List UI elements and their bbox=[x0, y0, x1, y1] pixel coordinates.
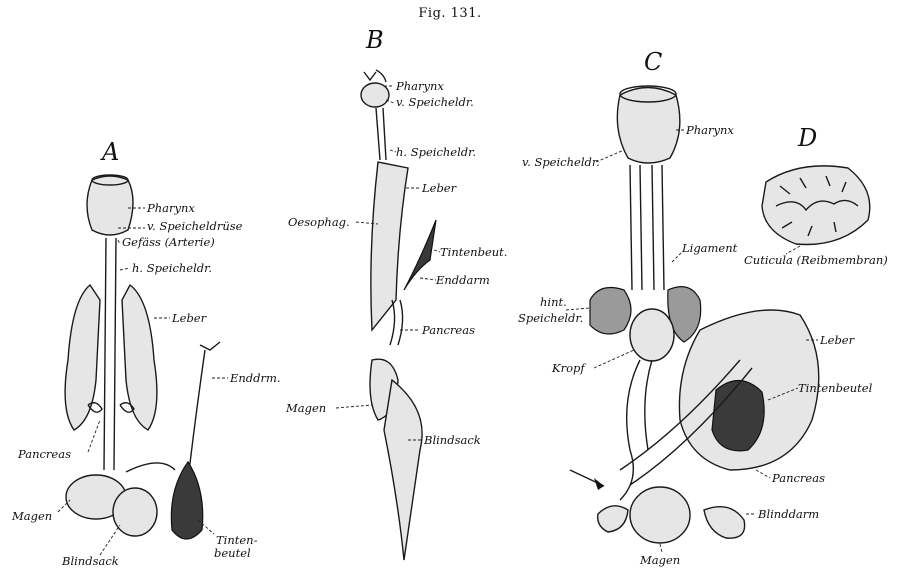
panel-c-crop bbox=[630, 309, 674, 361]
panel-b: B Pharynx v. Speicheldr. h. Speicheldr. … bbox=[285, 26, 507, 560]
panel-a-caecum bbox=[113, 488, 157, 536]
panel-b-caecum bbox=[384, 380, 422, 560]
panel-a-esophagus bbox=[104, 238, 116, 470]
label-b-h-speicheldr: h. Speicheldr. bbox=[396, 145, 476, 159]
label-b-blindsack: Blindsack bbox=[423, 433, 481, 447]
panel-d: D Cuticula (Reibmembran) bbox=[744, 124, 888, 267]
label-a-h-speicheldr: h. Speicheldr. bbox=[132, 261, 212, 275]
panel-c-arrow-head bbox=[594, 478, 604, 490]
panel-c-blind-gut bbox=[704, 507, 745, 539]
label-c-hint-speicheldr-2: Speicheldr. bbox=[518, 311, 583, 325]
panel-a-intestine bbox=[126, 463, 175, 472]
panel-b-pharynx-drawing bbox=[361, 70, 389, 107]
panel-a-letter: A bbox=[100, 138, 119, 166]
label-b-leber: Leber bbox=[421, 181, 458, 195]
panel-b-pancreas-drawing bbox=[390, 300, 403, 345]
label-a-blindsack: Blindsack bbox=[61, 554, 119, 568]
panel-a-liver-right bbox=[122, 285, 157, 430]
panel-c-stomach bbox=[630, 487, 690, 543]
label-a-pharynx: Pharynx bbox=[146, 201, 195, 215]
panel-b-letter: B bbox=[365, 26, 384, 54]
panel-c-letter: C bbox=[644, 48, 662, 76]
label-a-pancreas: Pancreas bbox=[17, 447, 71, 461]
label-d-cuticula: Cuticula (Reibmembran) bbox=[744, 253, 888, 267]
panel-c-pharynx-drawing bbox=[617, 86, 680, 163]
label-a-speicheldruese: v. Speicheldrüse bbox=[147, 219, 243, 233]
label-b-magen: Magen bbox=[285, 401, 326, 415]
label-a-leber: Leber bbox=[171, 311, 208, 325]
label-c-hint-speicheldr-1: hint. bbox=[540, 295, 567, 309]
label-c-v-speicheldr: v. Speicheldr. bbox=[522, 155, 600, 169]
label-b-tintenbeut: Tintenbeut. bbox=[440, 245, 507, 259]
label-c-leber: Leber bbox=[819, 333, 856, 347]
label-c-magen: Magen bbox=[639, 553, 680, 567]
panel-a-pancreas-drawing bbox=[88, 403, 134, 412]
panel-d-letter: D bbox=[797, 124, 817, 152]
panel-c-esophagus-lower bbox=[620, 360, 652, 500]
label-c-pharynx: Pharynx bbox=[685, 123, 734, 137]
panel-d-cuticula-drawing bbox=[762, 166, 870, 245]
label-c-kropf: Kropf bbox=[551, 361, 586, 375]
panel-a-pharynx-drawing bbox=[87, 175, 133, 235]
panel-a-rectum bbox=[188, 342, 220, 480]
label-b-v-speicheldr: v. Speicheldr. bbox=[396, 95, 474, 109]
label-c-blinddarm: Blinddarm bbox=[757, 507, 819, 521]
panel-c-coil bbox=[598, 506, 628, 532]
label-c-pancreas: Pancreas bbox=[771, 471, 825, 485]
label-b-pharynx: Pharynx bbox=[395, 79, 444, 93]
label-b-pancreas: Pancreas bbox=[421, 323, 475, 337]
panel-b-liver bbox=[371, 162, 408, 330]
panel-c-ink-sac bbox=[712, 380, 764, 450]
label-a-magen: Magen bbox=[11, 509, 52, 523]
panel-a: A Pharynx v. Speicheldrüse Gefäss (Arter… bbox=[11, 138, 281, 568]
panel-c-gland-left bbox=[590, 288, 631, 334]
label-c-tintenbeutel: Tintenbeutel bbox=[798, 381, 873, 395]
label-b-oesophag: Oesophag. bbox=[288, 215, 350, 229]
panel-c: C Pharynx v. Speicheldr. Ligament hint. … bbox=[518, 48, 873, 567]
label-c-ligament: Ligament bbox=[681, 241, 738, 255]
panel-c-ducts bbox=[630, 165, 664, 290]
label-a-tintenbeutel-2: beutel bbox=[214, 546, 251, 560]
label-a-gefaess: Gefäss (Arterie) bbox=[122, 235, 215, 249]
label-a-enddrm: Enddrm. bbox=[229, 371, 281, 385]
panel-a-ink-sac bbox=[171, 462, 202, 539]
panel-b-esophagus bbox=[376, 108, 386, 160]
label-b-enddarm: Enddarm bbox=[435, 273, 490, 287]
label-a-tintenbeutel-1: Tinten- bbox=[216, 533, 258, 547]
panel-a-liver-left bbox=[65, 285, 100, 430]
